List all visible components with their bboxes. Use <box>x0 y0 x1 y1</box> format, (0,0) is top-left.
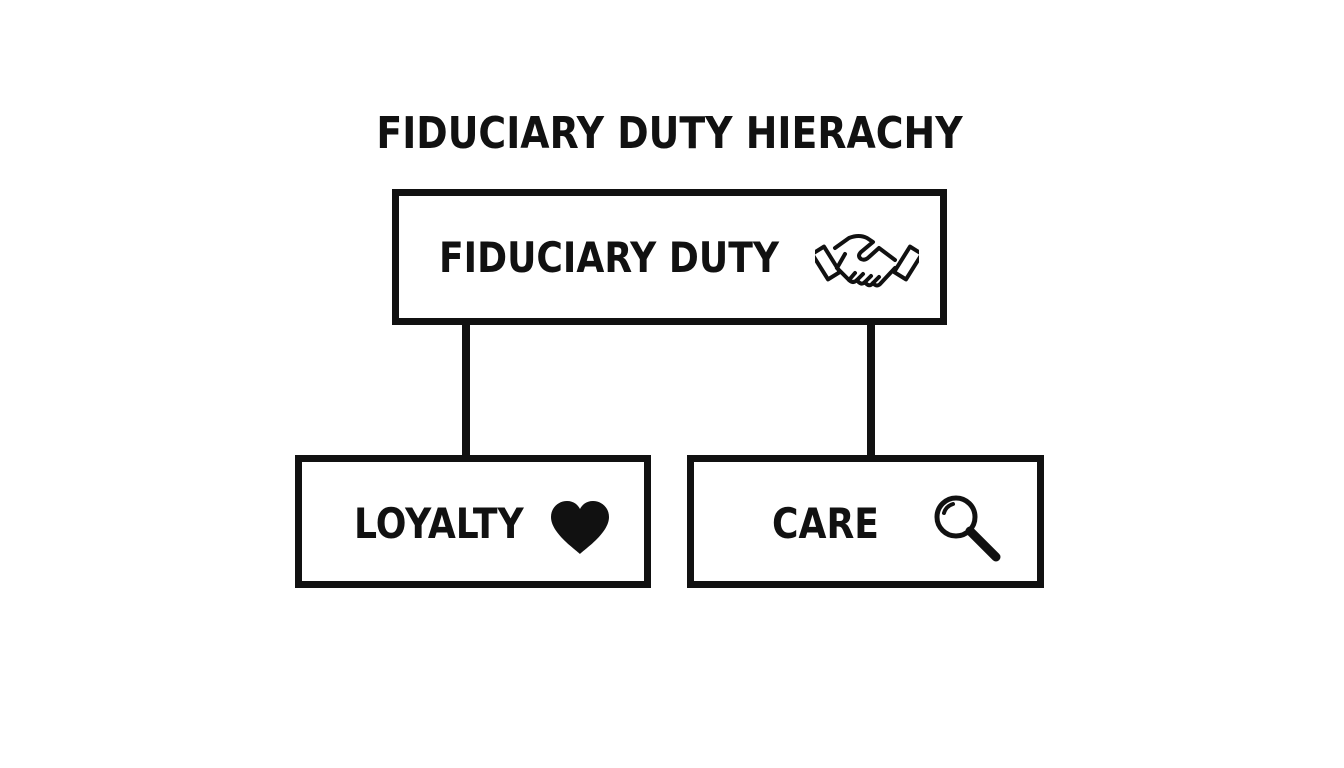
loyalty-node-label: LOYALTY <box>354 499 524 548</box>
heart-icon <box>549 500 611 556</box>
loyalty-node: LOYALTY <box>295 455 651 588</box>
care-node-label: CARE <box>772 499 879 548</box>
diagram-title: FIDUCIARY DUTY HIERACHY <box>376 108 963 159</box>
connector-root-to-loyalty <box>462 318 470 460</box>
magnifying-glass-icon <box>926 487 1006 567</box>
root-node: FIDUCIARY DUTY <box>392 189 947 325</box>
handshake-icon <box>815 226 919 296</box>
connector-root-to-care <box>867 318 875 460</box>
care-node: CARE <box>687 455 1044 588</box>
root-node-label: FIDUCIARY DUTY <box>439 233 780 282</box>
